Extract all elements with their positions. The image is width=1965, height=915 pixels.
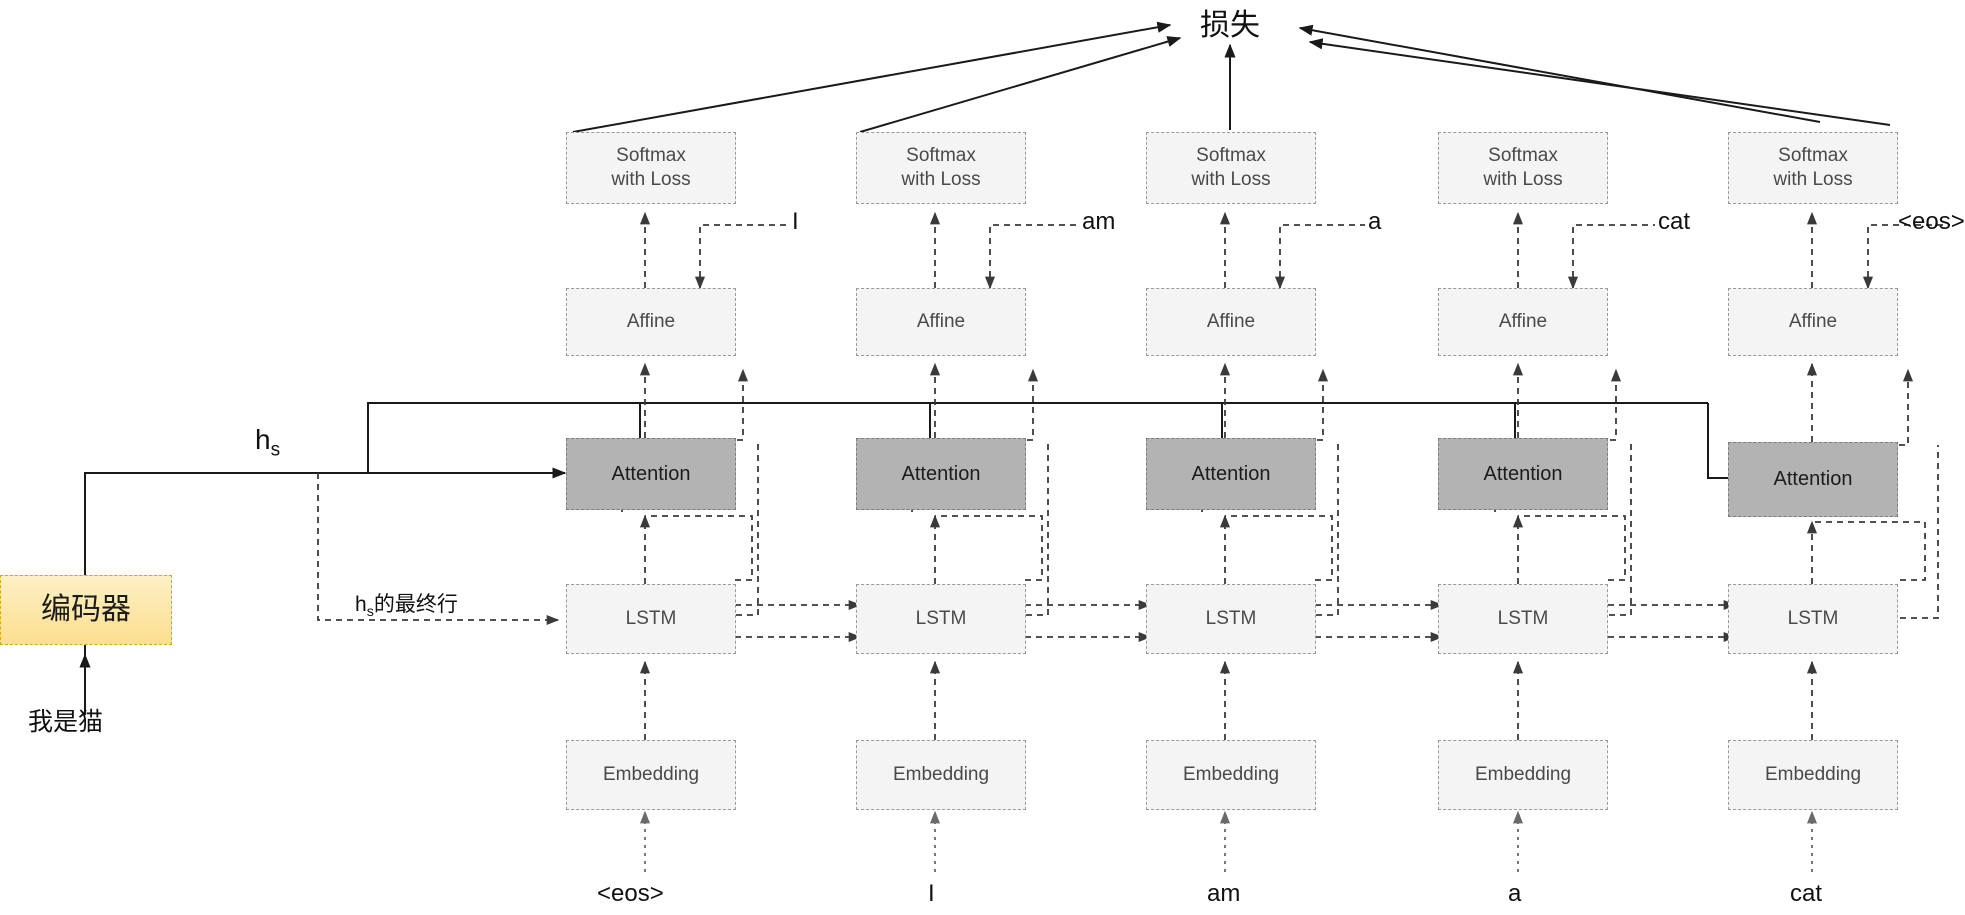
hs-label-text: h <box>255 424 271 455</box>
teacher-label-4: cat <box>1658 208 1691 235</box>
attention-box-1[interactable]: Attention <box>566 438 736 510</box>
softmax-box-3[interactable]: Softmax with Loss <box>1146 132 1316 204</box>
softmax-line1-4: Softmax <box>1488 145 1558 167</box>
attention-box-5[interactable]: Attention <box>1728 442 1898 517</box>
softmax-label-2: Softmax with Loss <box>901 144 980 192</box>
lstm-box-3[interactable]: LSTM <box>1146 584 1316 654</box>
teacher-label-1: I <box>792 208 799 235</box>
teacher-label-5: <eos> <box>1898 208 1965 235</box>
lstm-label-4: LSTM <box>1497 608 1549 630</box>
encoder-input-label: 我是猫 <box>28 708 104 736</box>
softmax-box-5[interactable]: Softmax with Loss <box>1728 132 1898 204</box>
attention-box-4[interactable]: Attention <box>1438 438 1608 510</box>
softmax-line2-4: with Loss <box>1483 169 1563 190</box>
attention-label-3: Attention <box>1191 462 1271 485</box>
lstm-label-3: LSTM <box>1205 608 1257 630</box>
embedding-box-2[interactable]: Embedding <box>856 740 1026 810</box>
embedding-label-4: Embedding <box>1474 764 1572 786</box>
loss-arrows <box>572 21 1891 133</box>
softmax-label-3: Softmax with Loss <box>1191 144 1270 192</box>
softmax-box-2[interactable]: Softmax with Loss <box>856 132 1026 204</box>
input-label-5: cat <box>1790 880 1823 907</box>
softmax-label-1: Softmax with Loss <box>611 144 690 192</box>
hs-final-row-h: h <box>355 593 367 616</box>
hs-final-row-label: hs的最终行 <box>355 588 458 620</box>
column-wires-1 <box>621 211 790 740</box>
attention-box-3[interactable]: Attention <box>1146 438 1316 510</box>
input-label-4: a <box>1508 880 1522 907</box>
attention-label-4: Attention <box>1483 462 1563 485</box>
hs-final-row-rest: 的最终行 <box>373 593 458 616</box>
embedding-input-wires <box>639 810 1818 872</box>
affine-label-2: Affine <box>916 311 966 333</box>
hs-label: hs <box>255 424 280 462</box>
lstm-box-2[interactable]: LSTM <box>856 584 1026 654</box>
input-label-2: I <box>928 880 935 907</box>
softmax-line1-3: Softmax <box>1196 145 1266 167</box>
attention-label-5: Attention <box>1773 468 1853 490</box>
lstm-box-4[interactable]: LSTM <box>1438 584 1608 654</box>
embedding-box-4[interactable]: Embedding <box>1438 740 1608 810</box>
affine-box-1[interactable]: Affine <box>566 288 736 356</box>
softmax-box-1[interactable]: Softmax with Loss <box>566 132 736 204</box>
softmax-line2-2: with Loss <box>901 169 981 190</box>
softmax-label-5: Softmax with Loss <box>1773 144 1852 192</box>
softmax-line1-5: Softmax <box>1778 145 1848 167</box>
encoder-box[interactable]: 编码器 <box>0 575 172 645</box>
softmax-line2-5: with Loss <box>1773 169 1853 190</box>
affine-label-3: Affine <box>1206 311 1256 333</box>
input-label-1: <eos> <box>597 880 664 907</box>
affine-label-1: Affine <box>626 311 676 333</box>
teacher-label-2: am <box>1082 208 1116 235</box>
hs-label-sub: s <box>270 439 281 461</box>
embedding-box-5[interactable]: Embedding <box>1728 740 1898 810</box>
affine-box-3[interactable]: Affine <box>1146 288 1316 356</box>
lstm-box-1[interactable]: LSTM <box>566 584 736 654</box>
embedding-box-3[interactable]: Embedding <box>1146 740 1316 810</box>
hs-final-row-s: s <box>366 604 374 621</box>
affine-box-4[interactable]: Affine <box>1438 288 1608 356</box>
softmax-box-4[interactable]: Softmax with Loss <box>1438 132 1608 204</box>
embedding-box-1[interactable]: Embedding <box>566 740 736 810</box>
embedding-label-3: Embedding <box>1182 764 1280 786</box>
teacher-label-3: a <box>1368 208 1382 235</box>
attention-label-1: Attention <box>611 462 691 485</box>
loss-label: 损失 <box>1200 9 1260 42</box>
affine-box-5[interactable]: Affine <box>1728 288 1898 356</box>
affine-label-5: Affine <box>1788 311 1838 333</box>
embedding-label-1: Embedding <box>602 764 700 786</box>
attention-box-2[interactable]: Attention <box>856 438 1026 510</box>
lstm-label-1: LSTM <box>625 608 677 630</box>
softmax-line1-1: Softmax <box>616 145 686 167</box>
embedding-label-2: Embedding <box>892 764 990 786</box>
softmax-line1-2: Softmax <box>906 145 976 167</box>
lstm-label-2: LSTM <box>915 608 967 630</box>
softmax-line2-3: with Loss <box>1191 169 1271 190</box>
lstm-chain-wires <box>735 599 1737 643</box>
attention-label-2: Attention <box>901 462 981 485</box>
hs-final-row-wire <box>317 473 560 626</box>
affine-label-4: Affine <box>1498 311 1548 333</box>
softmax-line2-1: with Loss <box>611 169 691 190</box>
lstm-box-5[interactable]: LSTM <box>1728 584 1898 654</box>
softmax-label-4: Softmax with Loss <box>1483 144 1562 192</box>
embedding-label-5: Embedding <box>1764 764 1862 786</box>
affine-box-2[interactable]: Affine <box>856 288 1026 356</box>
input-label-3: am <box>1207 880 1241 907</box>
lstm-label-5: LSTM <box>1787 608 1839 630</box>
encoder-label: 编码器 <box>41 593 131 627</box>
